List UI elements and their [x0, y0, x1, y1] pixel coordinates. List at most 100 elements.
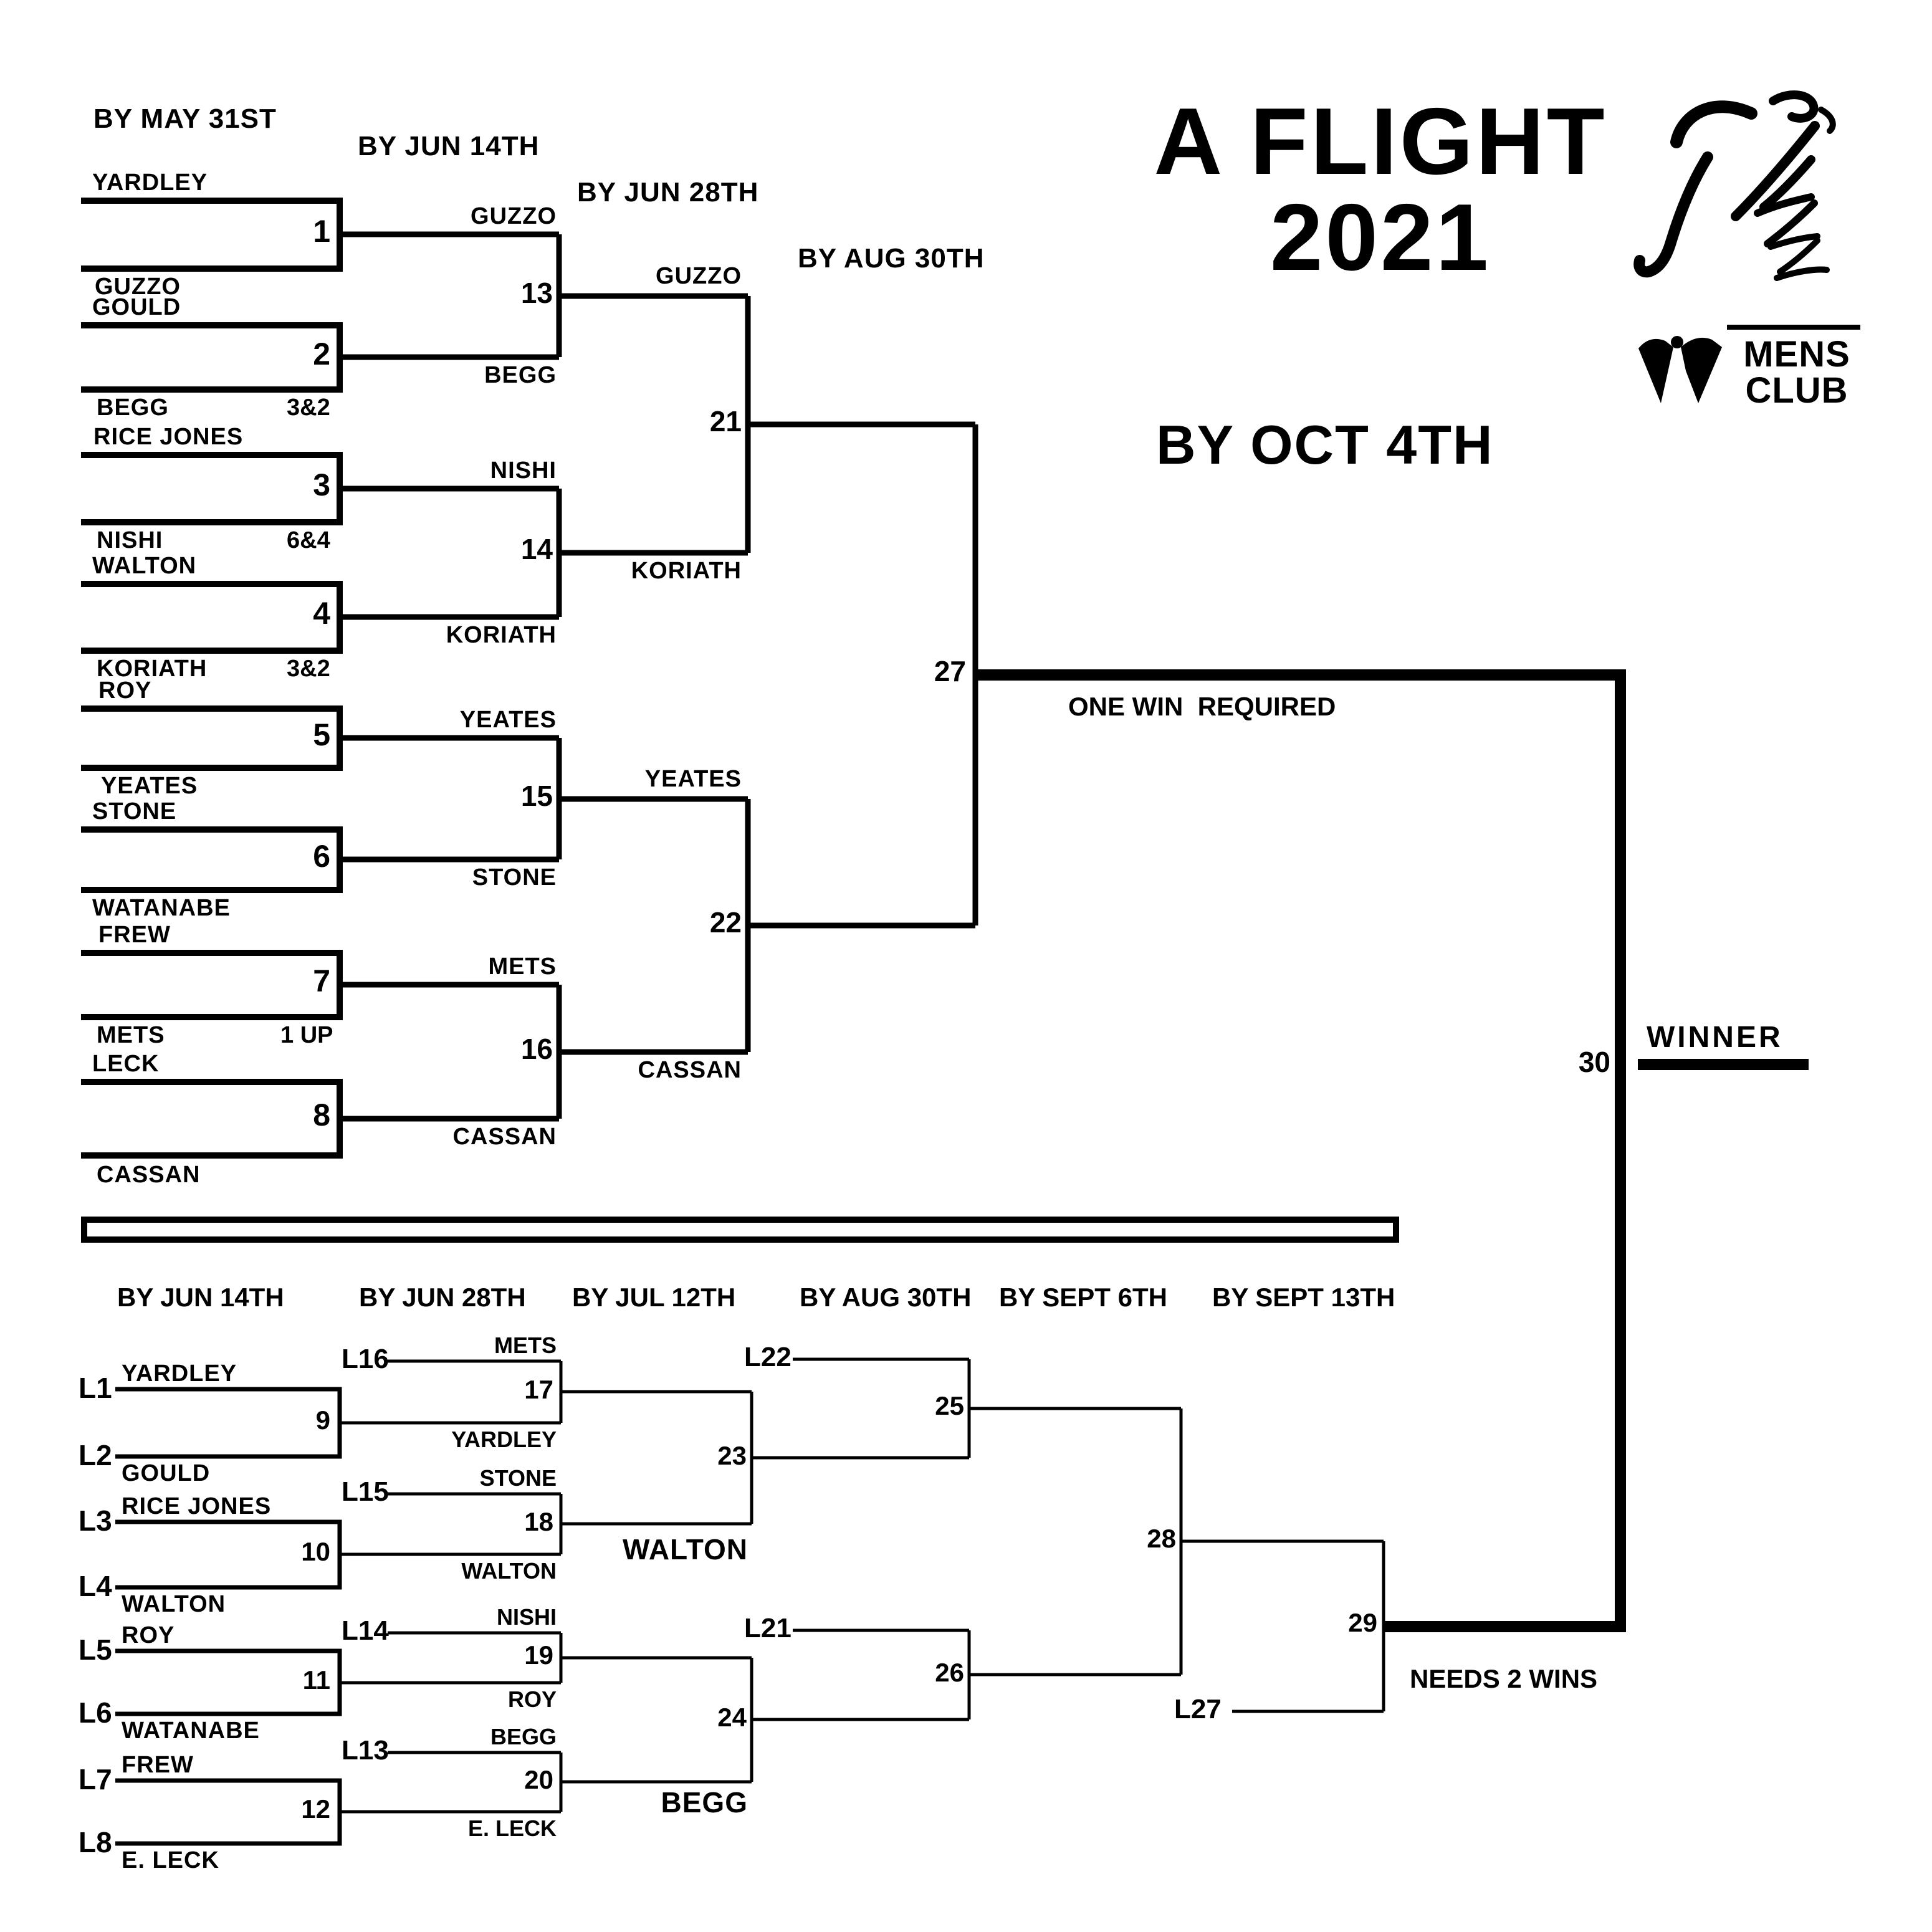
winner-name: CASSAN [638, 1057, 742, 1083]
match-number: 14 [520, 533, 553, 565]
one-win-required-note: ONE WIN REQUIRED [1068, 692, 1336, 721]
player-name: NISHI [97, 527, 163, 553]
match-number: 12 [301, 1794, 330, 1824]
loser-seed: L5 [79, 1633, 112, 1666]
page-title-line2: 2021 [1270, 184, 1491, 290]
match-number: 13 [520, 277, 553, 309]
deadline-aug30-l: BY AUG 30TH [800, 1283, 972, 1312]
loser-seed: L3 [79, 1504, 112, 1537]
player-name: YEATES [101, 773, 198, 799]
match-number: 30 [1578, 1046, 1610, 1078]
player-name: YARDLEY [122, 1361, 237, 1387]
loser-seed: L6 [79, 1696, 112, 1729]
final-deadline: BY OCT 4TH [1156, 414, 1494, 476]
match-number: 28 [1147, 1524, 1176, 1553]
player-name: GOULD [92, 294, 181, 320]
match-number: 4 [313, 596, 330, 631]
player-name: FREW [98, 922, 171, 948]
match-number: 24 [717, 1703, 747, 1732]
match-number: 10 [301, 1537, 330, 1566]
player-name: BEGG [97, 395, 169, 421]
match-number: 18 [524, 1507, 553, 1536]
match-number: 1 [313, 214, 330, 249]
player-name: WATANABE [92, 895, 231, 921]
player-name: GOULD [122, 1460, 211, 1486]
match-score: 3&2 [287, 395, 330, 421]
match-number: 3 [313, 467, 330, 502]
mens-label: MENS [1743, 334, 1850, 375]
winner-name: WALTON [622, 1533, 748, 1566]
match-number: 6 [313, 839, 330, 874]
match-score: 6&4 [287, 527, 330, 553]
player-name: RICE JONES [122, 1493, 272, 1519]
player-name: METS [97, 1022, 165, 1048]
loser-seed: L2 [79, 1439, 112, 1471]
match-number: 9 [315, 1405, 330, 1435]
match-number: 27 [934, 655, 966, 687]
player-name: YARDLEY [92, 170, 208, 196]
winner-label: WINNER [1647, 1021, 1783, 1054]
deadline-sept13-l: BY SEPT 13TH [1212, 1283, 1395, 1312]
match-number: 7 [313, 964, 330, 998]
match-number: 22 [709, 906, 742, 939]
match-number: 29 [1348, 1608, 1377, 1637]
match-number: 15 [520, 780, 553, 812]
loser-seed: L1 [79, 1372, 112, 1404]
loser-seed: L4 [79, 1570, 112, 1602]
advancer-name: STONE [472, 864, 557, 891]
match-number: 11 [302, 1665, 330, 1695]
advancer-name: BEGG [490, 1724, 557, 1749]
player-name: GUZZO [95, 274, 181, 300]
match-number: 17 [524, 1375, 553, 1404]
match-number: 26 [935, 1658, 964, 1687]
advancer-name: STONE [479, 1465, 557, 1491]
deadline-jun14-w: BY JUN 14TH [358, 131, 540, 161]
advancer-name: METS [494, 1332, 557, 1358]
advancer-name: METS [488, 954, 557, 980]
mens-club-mark-icon [1638, 336, 1722, 403]
player-name: WALTON [92, 553, 197, 579]
winner-name: GUZZO [656, 263, 742, 289]
player-name: FREW [122, 1752, 194, 1778]
needs-2-wins-note: NEEDS 2 WINS [1410, 1664, 1598, 1693]
match-number: 20 [524, 1765, 553, 1794]
loser-seed: L7 [79, 1763, 112, 1796]
advancer-name: YEATES [459, 707, 557, 733]
loser-seed: L13 [342, 1735, 389, 1766]
loser-seed: L27 [1174, 1694, 1222, 1724]
advancer-name: NISHI [490, 457, 557, 484]
deadline-aug30-w: BY AUG 30TH [798, 243, 985, 274]
golfer-logo-icon [1633, 90, 1836, 281]
player-name: WATANABE [122, 1718, 260, 1744]
deadline-jun14-l: BY JUN 14TH [117, 1283, 284, 1312]
losers-connectors [340, 1357, 1385, 1814]
advancer-name: E. LECK [467, 1815, 557, 1841]
loser-seed: L14 [342, 1615, 389, 1646]
match-score: 1 UP [280, 1022, 333, 1048]
player-name: CASSAN [97, 1162, 201, 1188]
winner-name: YEATES [644, 766, 742, 792]
match-number: 5 [313, 717, 330, 752]
match-number: 16 [520, 1033, 553, 1065]
loser-seed: L15 [342, 1476, 389, 1507]
match-number: 2 [313, 337, 330, 371]
page-title-line1: A FLIGHT [1154, 88, 1607, 194]
player-name: E. LECK [122, 1847, 219, 1873]
deadline-jun28-l: BY JUN 28TH [359, 1283, 526, 1312]
match-number: 23 [717, 1441, 747, 1470]
match-number: 8 [313, 1098, 330, 1132]
advancer-name: BEGG [484, 362, 557, 388]
advancer-name: CASSAN [452, 1124, 557, 1150]
player-name: RICE JONES [93, 424, 244, 450]
match-score: 3&2 [287, 656, 330, 682]
player-name: ROY [98, 677, 152, 704]
deadline-jun28-w: BY JUN 28TH [577, 177, 759, 208]
player-name: ROY [122, 1622, 175, 1648]
advancer-name: GUZZO [471, 203, 557, 229]
player-name: STONE [92, 798, 177, 825]
advancer-name: ROY [507, 1686, 557, 1712]
player-name: WALTON [122, 1591, 226, 1617]
loser-seed: L22 [744, 1342, 791, 1372]
